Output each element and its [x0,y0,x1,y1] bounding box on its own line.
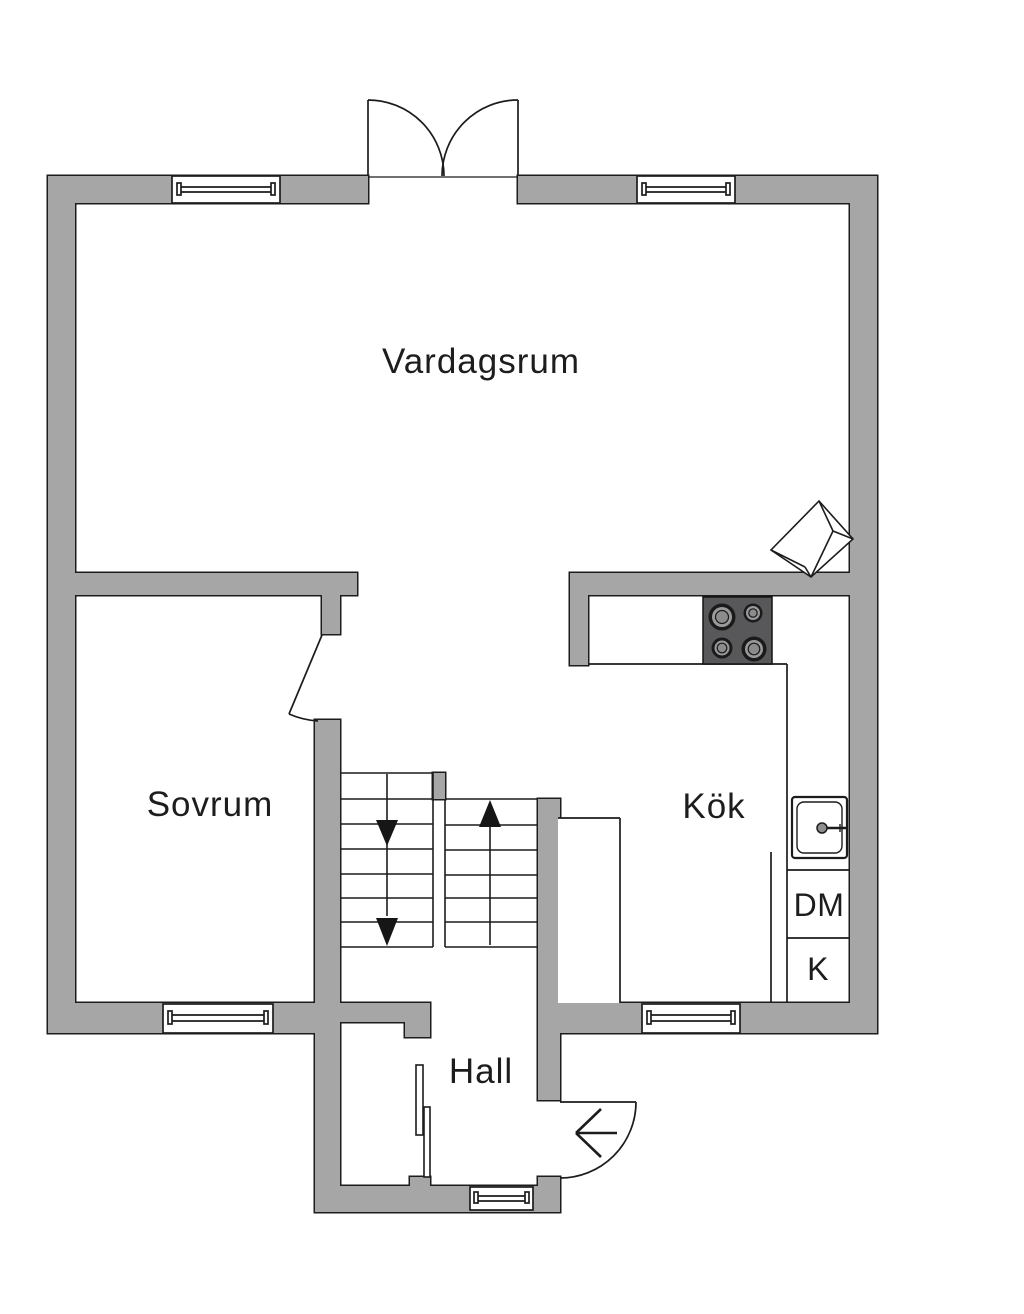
label-kitchen: Kök [682,787,745,826]
stairs-up-arrow-icon [479,800,501,945]
window-top-right [636,175,736,204]
doors [288,99,637,1179]
window-top-left [171,175,281,204]
window-bottom-right [641,1003,741,1034]
stove-burners [708,603,767,662]
stove-icon [702,596,773,665]
staircase [340,772,538,948]
entrance-door [559,1101,637,1179]
bedroom-door [288,634,323,722]
label-hall: Hall [449,1052,513,1091]
label-fridge: K [807,951,829,987]
label-bedroom: Sovrum [147,785,274,824]
entrance-arrow-icon [575,1108,617,1158]
stairwell-void [558,817,621,1003]
french-doors [367,99,519,178]
label-dishwasher: DM [794,887,845,923]
sink-icon [790,795,849,860]
windows [162,175,741,1211]
window-hall [469,1186,534,1211]
stairs-up-flight [445,798,538,948]
hall-closet [415,1064,431,1178]
label-living-room: Vardagsrum [382,342,580,381]
chimney-icon [769,499,855,579]
stairs-down-arrow-icon [376,774,398,946]
labels: Vardagsrum Sovrum Kök Hall DM K [147,342,845,1091]
window-bottom-left [162,1003,274,1034]
